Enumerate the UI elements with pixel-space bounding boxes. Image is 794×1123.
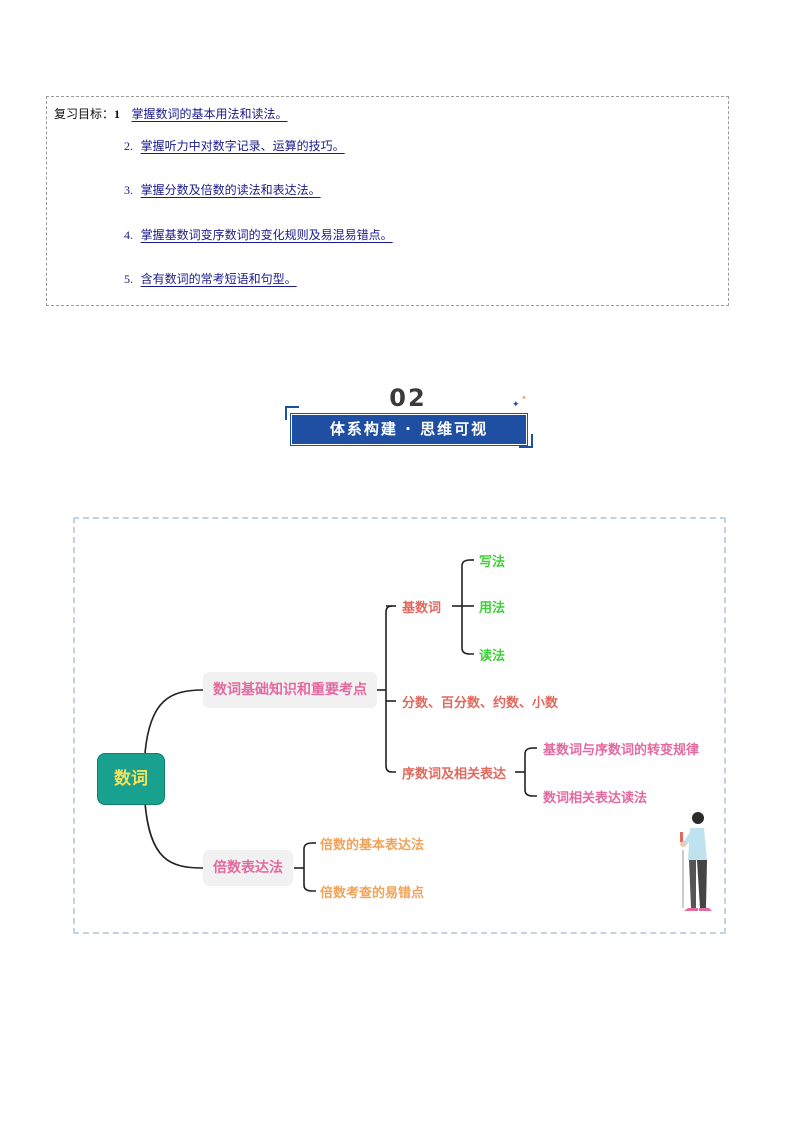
branch-multiples[interactable]: 倍数表达法 [203,850,293,886]
goal-number-2: 2. [124,139,133,153]
goal-text-4[interactable]: 掌握基数词变序数词的变化规则及易混易错点。 [140,228,393,242]
section-number: 02 [389,384,427,412]
goal-number-4: 4. [124,228,133,242]
node-fractions[interactable]: 分数、百分数、约数、小数 [402,696,559,711]
node-cardinal-writing[interactable]: 写法 [479,555,506,570]
review-goals-box: 复习目标：1 掌握数词的基本用法和读法。 2. 掌握听力中对数字记录、运算的技巧… [46,96,729,306]
goal-item-3: 3. 掌握分数及倍数的读法和表达法。 [124,181,321,198]
node-ordinal-rules[interactable]: 基数词与序数词的转变规律 [543,743,700,758]
node-ordinal-reading[interactable]: 数词相关表达读法 [543,791,648,806]
section-title: 体系构建 · 思维可视 [290,413,528,446]
goal-item-2: 2. 掌握听力中对数字记录、运算的技巧。 [124,137,345,154]
node-cardinal-reading[interactable]: 读法 [479,649,506,664]
node-cardinal[interactable]: 基数词 [402,601,442,616]
goals-prefix: 复习目标：1 掌握数词的基本用法和读法。 [54,105,287,122]
node-cardinal-usage[interactable]: 用法 [479,601,506,616]
goal-item-4: 4. 掌握基数词变序数词的变化规则及易混易错点。 [124,226,393,243]
section-badge: 02 体系构建 · 思维可视 ✦ ✦ [283,384,533,450]
node-ordinal[interactable]: 序数词及相关表达 [402,767,507,782]
person-illustration-icon [680,812,712,911]
branch-basic-knowledge[interactable]: 数词基础知识和重要考点 [203,672,377,708]
goal-item-5: 5. 含有数词的常考短语和句型。 [124,270,297,287]
mindmap-root[interactable]: 数词 [97,753,165,805]
goal-text-3[interactable]: 掌握分数及倍数的读法和表达法。 [140,183,321,197]
goal-number-5: 5. [124,272,133,286]
goal-text-5[interactable]: 含有数词的常考短语和句型。 [140,272,297,286]
corner-bracket-icon [285,406,299,420]
goals-prefix-label: 复习目标： [54,107,115,121]
sparkle-icon: ✦ [512,400,520,410]
goal-number-1: 1 [114,107,121,121]
goal-text-2[interactable]: 掌握听力中对数字记录、运算的技巧。 [140,139,345,153]
mindmap-frame [73,517,726,934]
sparkle-icon: ✦ [521,394,527,402]
node-multiples-basic[interactable]: 倍数的基本表达法 [320,838,425,853]
goal-number-3: 3. [124,183,133,197]
goal-text-1[interactable]: 掌握数词的基本用法和读法。 [131,107,288,121]
corner-bracket-icon [519,434,533,448]
node-multiples-errors[interactable]: 倍数考查的易错点 [320,886,425,901]
